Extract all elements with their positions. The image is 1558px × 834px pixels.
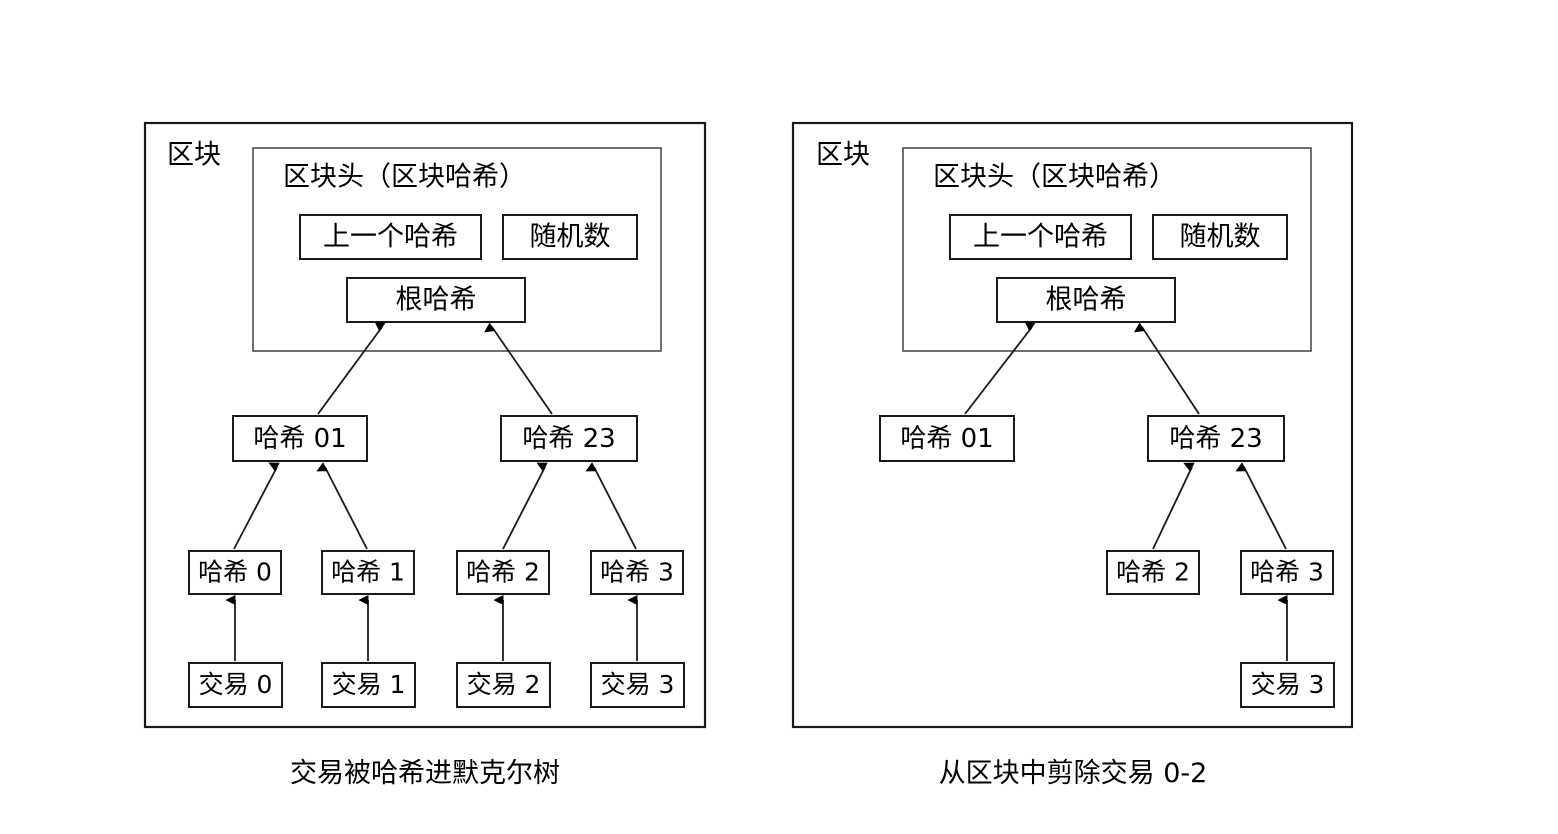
nonce-label-left: 随机数: [530, 222, 611, 253]
tx1-label-left: 交易 1: [332, 670, 406, 699]
hash2-label-left: 哈希 2: [466, 558, 540, 587]
prev-hash-box-right: [949, 214, 1132, 260]
tx3-label-left: 交易 3: [601, 670, 675, 699]
hash23-box-left: [500, 415, 638, 462]
root-hash-label-right: 根哈希: [1046, 285, 1127, 316]
panel-right: 区块 区块头（区块哈希） 上一个哈希 随机数 根哈希 哈希 01 哈希 23 哈…: [791, 121, 1354, 789]
hash3-label-right: 哈希 3: [1250, 558, 1324, 587]
edge-hash23-to-root-left: [484, 322, 553, 415]
hash23-box-right: [1147, 415, 1285, 462]
edge-hash3-to-hash23-left: [585, 462, 637, 550]
prev-hash-box-left: [299, 214, 482, 260]
tx1-box-left: [321, 662, 416, 708]
hash01-label-right: 哈希 01: [900, 424, 993, 454]
block-header-title-right: 区块头（区块哈希）: [933, 162, 1176, 193]
hash2-label-right: 哈希 2: [1116, 558, 1190, 587]
tx3-label-right: 交易 3: [1251, 670, 1325, 699]
tx0-box-left: [188, 662, 283, 708]
edge-hash01-to-root-left: [317, 321, 386, 415]
nonce-label-right: 随机数: [1180, 222, 1261, 253]
hash01-box-right: [879, 415, 1015, 462]
edge-hash1-to-hash01-left: [316, 462, 368, 550]
prev-hash-label-left: 上一个哈希: [323, 222, 458, 253]
hash3-box-right: [1240, 550, 1334, 595]
tx3-box-left: [590, 662, 685, 708]
hash01-label-left: 哈希 01: [253, 424, 346, 454]
nonce-box-left: [502, 214, 638, 260]
root-hash-label-left: 根哈希: [396, 285, 477, 316]
edge-hash01-to-root-right: [964, 321, 1036, 415]
hash23-label-right: 哈希 23: [1169, 424, 1262, 454]
block-header-title-left: 区块头（区块哈希）: [283, 162, 526, 193]
caption-right: 从区块中剪除交易 0-2: [939, 758, 1208, 789]
caption-left: 交易被哈希进默克尔树: [290, 758, 560, 789]
hash2-box-left: [456, 550, 550, 595]
tx3-box-right: [1240, 662, 1335, 708]
hash0-label-left: 哈希 0: [198, 558, 272, 587]
hash3-box-left: [590, 550, 684, 595]
edge-hash2-to-hash23-right: [1152, 462, 1195, 550]
nonce-box-right: [1152, 214, 1288, 260]
tx2-label-left: 交易 2: [467, 670, 541, 699]
panel-left: 区块 区块头（区块哈希） 上一个哈希 随机数 根哈希 哈希 01 哈希 23 哈…: [143, 121, 707, 789]
edge-hash0-to-hash01-left: [233, 462, 280, 550]
hash3-label-left: 哈希 3: [600, 558, 674, 587]
hash1-box-left: [321, 550, 415, 595]
root-hash-box-left: [346, 277, 526, 323]
hash2-box-right: [1106, 550, 1200, 595]
block-label-left: 区块: [167, 140, 221, 171]
root-hash-box-right: [996, 277, 1176, 323]
edge-hash2-to-hash23-left: [502, 462, 548, 550]
prev-hash-label-right: 上一个哈希: [973, 222, 1108, 253]
hash1-label-left: 哈希 1: [331, 558, 405, 587]
edge-hash23-to-root-right: [1133, 322, 1200, 415]
edge-hash3-to-hash23-right: [1235, 462, 1287, 550]
tx2-box-left: [456, 662, 551, 708]
block-label-right: 区块: [816, 140, 870, 171]
hash0-box-left: [188, 550, 282, 595]
hash01-box-left: [232, 415, 368, 462]
tx0-label-left: 交易 0: [199, 670, 273, 699]
hash23-label-left: 哈希 23: [522, 424, 615, 454]
